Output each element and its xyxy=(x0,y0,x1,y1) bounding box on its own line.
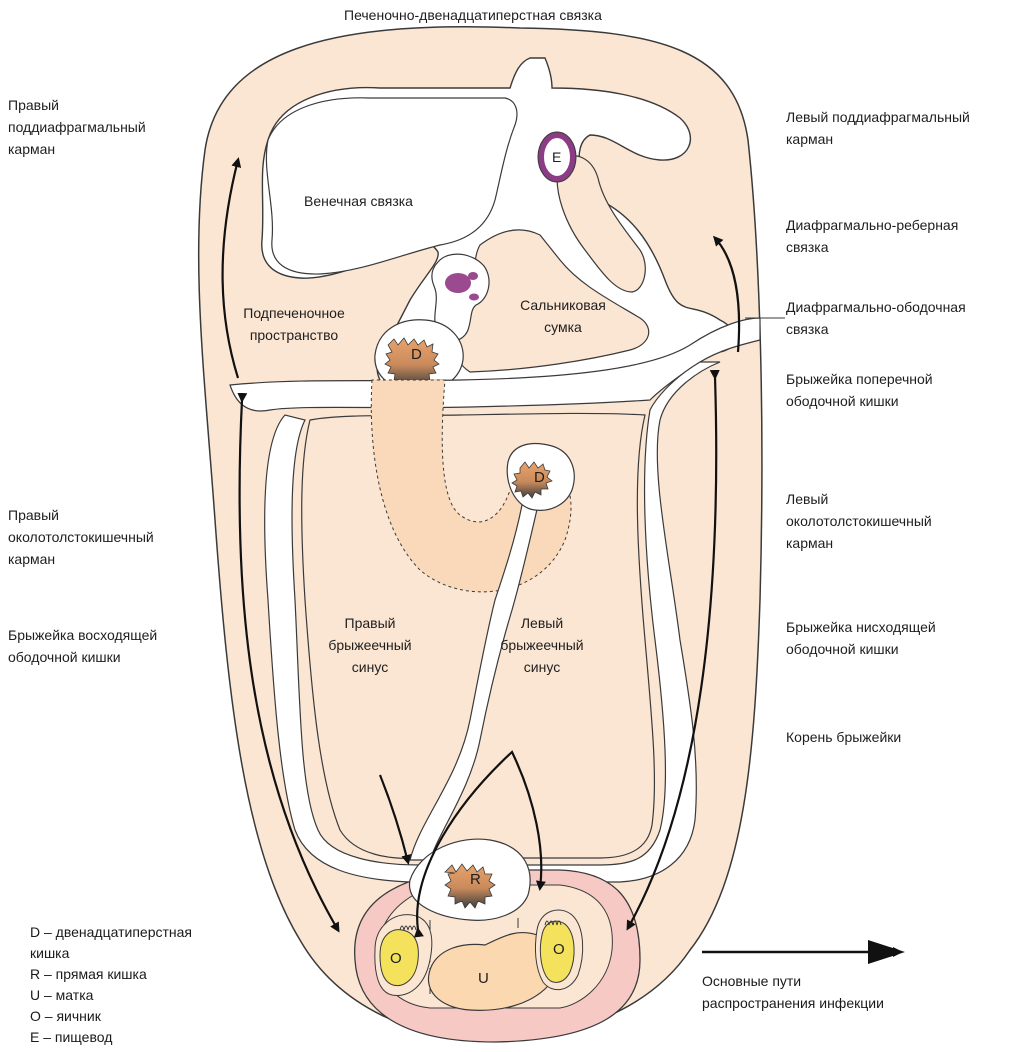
label-right-subphrenic: Правый поддиафрагмальный карман xyxy=(8,94,146,160)
letter-ovary-right: O xyxy=(553,939,565,961)
letter-rectum: R xyxy=(470,869,481,891)
label-left-mesenteric-sinus: Левый брыжеечный синус xyxy=(492,612,592,678)
label-mesentery-root: Корень брыжейки xyxy=(786,726,901,748)
legend-item: O – яичник xyxy=(30,1006,192,1027)
label-hepatoduodenal-ligament: Печеночно-двенадцатиперстная связка xyxy=(344,4,602,26)
label-left-paracolic: Левый околотолстокишечный карман xyxy=(786,488,932,554)
label-ascending-mesocolon: Брыжейка восходящей ободочной кишки xyxy=(8,624,157,668)
label-left-subphrenic: Левый поддиафрагмальный карман xyxy=(786,106,970,150)
legend-item: E – пищевод xyxy=(30,1027,192,1048)
label-coronary-ligament: Венечная связка xyxy=(304,190,413,212)
label-omental-bursa: Сальниковая сумка xyxy=(498,294,628,338)
letter-duodenum-upper: D xyxy=(411,344,422,366)
abbreviation-legend: D – двенадцатиперстная кишка R – прямая … xyxy=(30,922,192,1048)
label-transverse-mesocolon: Брыжейка поперечной ободочной кишки xyxy=(786,368,933,412)
letter-ovary-left: O xyxy=(390,948,402,970)
letter-esophagus: E xyxy=(552,146,561,168)
label-subhepatic-space: Подпеченочное пространство xyxy=(229,302,359,346)
arrow-legend-caption: Основные пути распространения инфекции xyxy=(702,970,884,1014)
label-descending-mesocolon: Брыжейка нисходящей ободочной кишки xyxy=(786,616,936,660)
legend-item: D – двенадцатиперстная кишка xyxy=(30,922,192,964)
legend-item: R – прямая кишка xyxy=(30,964,192,985)
label-phrenicocostal: Диафрагмально-реберная связка xyxy=(786,214,958,258)
letter-duodenum-lower: D xyxy=(534,467,545,489)
legend-arrow-head xyxy=(868,940,905,964)
letter-uterus: U xyxy=(478,968,489,990)
legend-item: U – матка xyxy=(30,985,192,1006)
label-right-paracolic: Правый околотолстокишечный карман xyxy=(8,504,154,570)
label-phrenicocolic: Диафрагмально-ободочная связка xyxy=(786,296,966,340)
label-right-mesenteric-sinus: Правый брыжеечный синус xyxy=(320,612,420,678)
